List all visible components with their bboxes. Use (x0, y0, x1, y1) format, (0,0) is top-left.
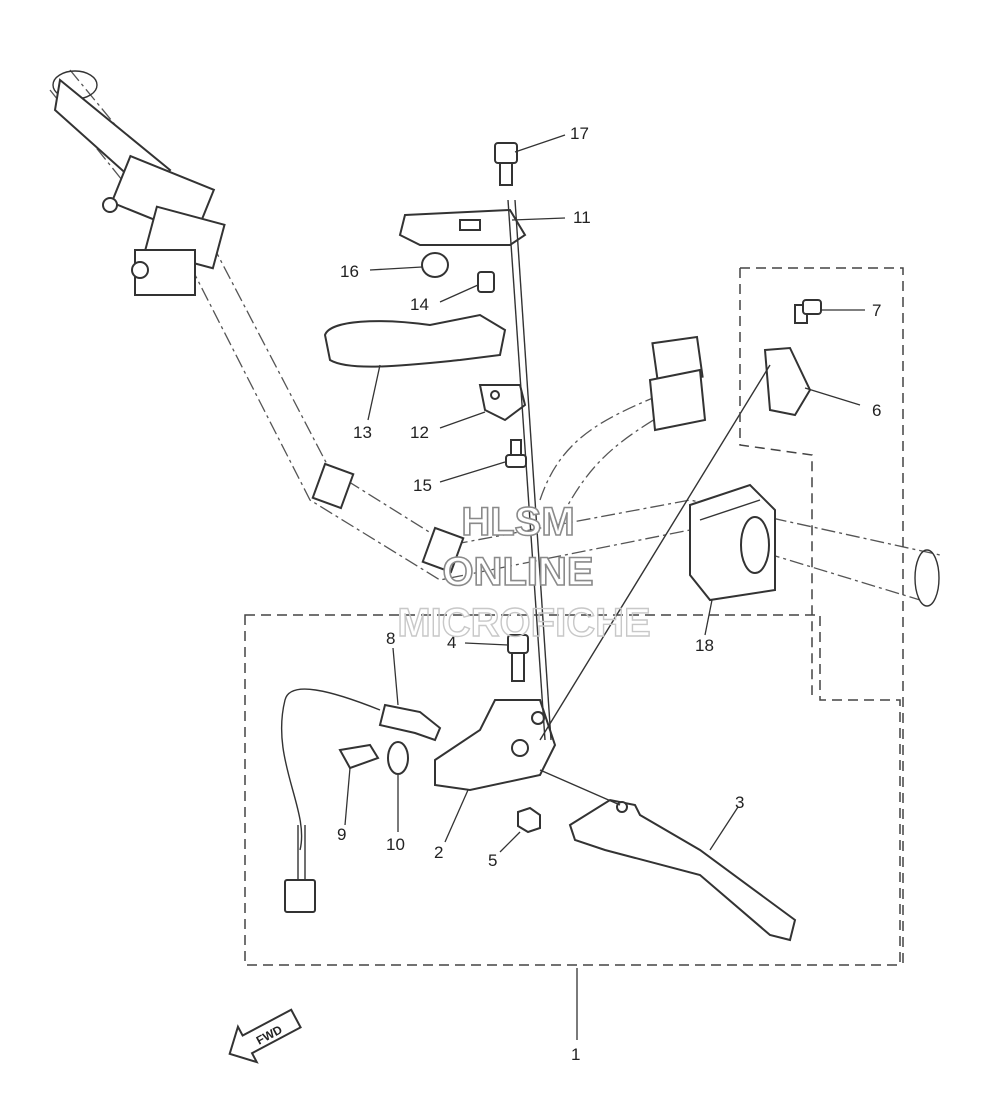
part-15-screw (505, 439, 527, 468)
watermark-line3: MICROFICHE (397, 601, 650, 645)
leader-lines (344, 134, 865, 1040)
part-8-cable-adjuster (280, 688, 442, 851)
callout-15: 15 (413, 476, 432, 495)
part-16-cap (421, 252, 449, 278)
part-12-plate (478, 384, 527, 422)
part-11-holder (398, 208, 527, 246)
callout-6: 6 (872, 401, 881, 420)
part-9-screw (338, 743, 380, 770)
callout-3: 3 (735, 793, 744, 812)
watermark-line2: ONLINE (442, 550, 593, 594)
watermark: HLSM ONLINE MICROFICHE (397, 499, 652, 646)
callout-12: 12 (410, 423, 429, 442)
callout-4: 4 (447, 633, 456, 652)
group-box-right (739, 267, 904, 965)
fwd-arrow-icon: FWD (228, 1008, 302, 1064)
part-14-collar (477, 271, 495, 293)
part-17-bolt (494, 142, 518, 186)
callout-13: 13 (353, 423, 372, 442)
part-2-holder (434, 699, 557, 792)
part-18-switch (689, 483, 776, 602)
callout-16: 16 (340, 262, 359, 281)
connector-lower (284, 825, 316, 913)
part-7-screw (794, 299, 822, 324)
callout-14: 14 (410, 295, 429, 314)
callout-1: 1 (571, 1045, 580, 1064)
group-box-lower (244, 614, 901, 966)
watermark-line1: HLSM (461, 500, 574, 544)
connector-upper (648, 335, 707, 432)
callout-10: 10 (386, 835, 405, 854)
part-6-clamp (763, 346, 812, 417)
part-5-nut (517, 806, 541, 834)
part-3-lever (568, 798, 797, 942)
bar-grip-rings (311, 462, 465, 574)
callout-9: 9 (337, 825, 346, 844)
callout-17: 17 (570, 124, 589, 143)
callout-8: 8 (386, 629, 395, 648)
part-4-bolt (507, 634, 529, 682)
callout-5: 5 (488, 851, 497, 870)
callout-7: 7 (872, 301, 881, 320)
part-10-nut (387, 741, 409, 775)
callout-2: 2 (434, 843, 443, 862)
callout-11: 11 (573, 208, 591, 227)
callout-18: 18 (695, 636, 714, 655)
assembly-axis-lines (507, 199, 771, 806)
grip-and-master-cylinder (53, 78, 226, 296)
part-13-hot-start-lever (323, 313, 507, 368)
